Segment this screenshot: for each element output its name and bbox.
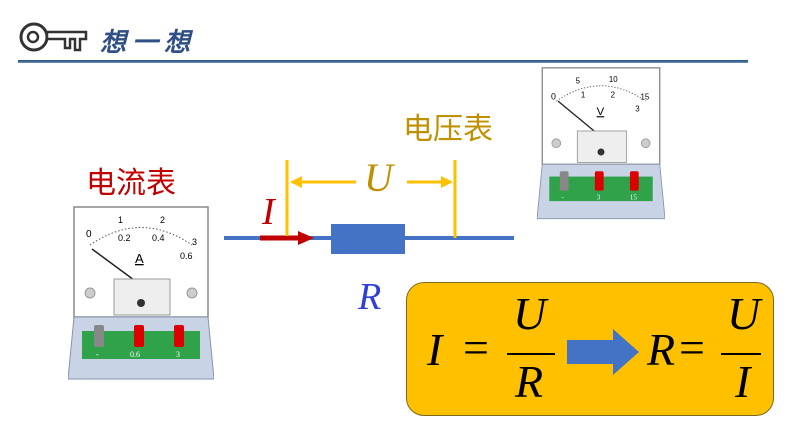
svg-text:3: 3 [192, 237, 197, 247]
svg-text:10: 10 [609, 75, 618, 84]
svg-text:-: - [96, 350, 99, 359]
svg-text:0.6: 0.6 [130, 350, 140, 359]
voltmeter-label: 电压表 [403, 112, 493, 147]
voltage-arrow-right [441, 176, 453, 188]
svg-text:1: 1 [118, 215, 123, 225]
formula-left-den: R [515, 356, 544, 407]
svg-text:0: 0 [86, 229, 92, 240]
svg-text:0.4: 0.4 [152, 233, 165, 243]
resistance-symbol: R [358, 276, 382, 318]
formula-right-lhs: R [647, 324, 676, 375]
svg-text:2: 2 [611, 91, 615, 100]
svg-text:3: 3 [597, 193, 601, 201]
svg-text:-: - [562, 193, 565, 201]
fraction-bar [507, 353, 555, 355]
formula-right-eq: = [679, 322, 705, 373]
needle [91, 248, 139, 284]
current-arrowhead [298, 231, 314, 245]
unit-label: A [135, 251, 144, 266]
voltage-symbol: U [364, 155, 393, 200]
svg-text:15: 15 [640, 92, 649, 101]
arrow-right-icon [567, 329, 639, 375]
ammeter-label: 电流表 [86, 166, 176, 201]
formula-box: I = U R R = U I [406, 282, 774, 416]
formula-left-num: U [513, 288, 547, 339]
formula-left-lhs: I [427, 324, 443, 375]
formula-left-eq: = [463, 322, 489, 373]
svg-text:0.2: 0.2 [118, 233, 131, 243]
page-title: 想一想 [100, 28, 197, 58]
svg-text:3: 3 [635, 105, 640, 114]
svg-text:3: 3 [176, 350, 180, 359]
svg-text:5: 5 [576, 77, 581, 86]
formula-right-num: U [727, 288, 761, 339]
voltage-arrow-left [290, 176, 302, 188]
svg-text:0.6: 0.6 [180, 251, 193, 261]
svg-text:0: 0 [551, 91, 556, 101]
svg-text:1: 1 [581, 91, 585, 100]
needle [557, 100, 599, 135]
svg-text:2: 2 [160, 215, 165, 225]
key-icon [19, 22, 88, 52]
formula-right-den: I [735, 356, 751, 407]
header-divider [18, 60, 748, 63]
svg-text:15: 15 [630, 193, 638, 201]
resistor [331, 224, 405, 254]
fraction-bar [721, 353, 761, 355]
voltmeter: 0 5 10 15 1 2 3 V - 3 15 [537, 67, 665, 220]
unit-label: V [597, 106, 605, 118]
ammeter: 0 1 2 3 0.2 0.4 0.6 A - 0.6 3 [68, 206, 214, 380]
current-symbol: I [262, 191, 275, 233]
